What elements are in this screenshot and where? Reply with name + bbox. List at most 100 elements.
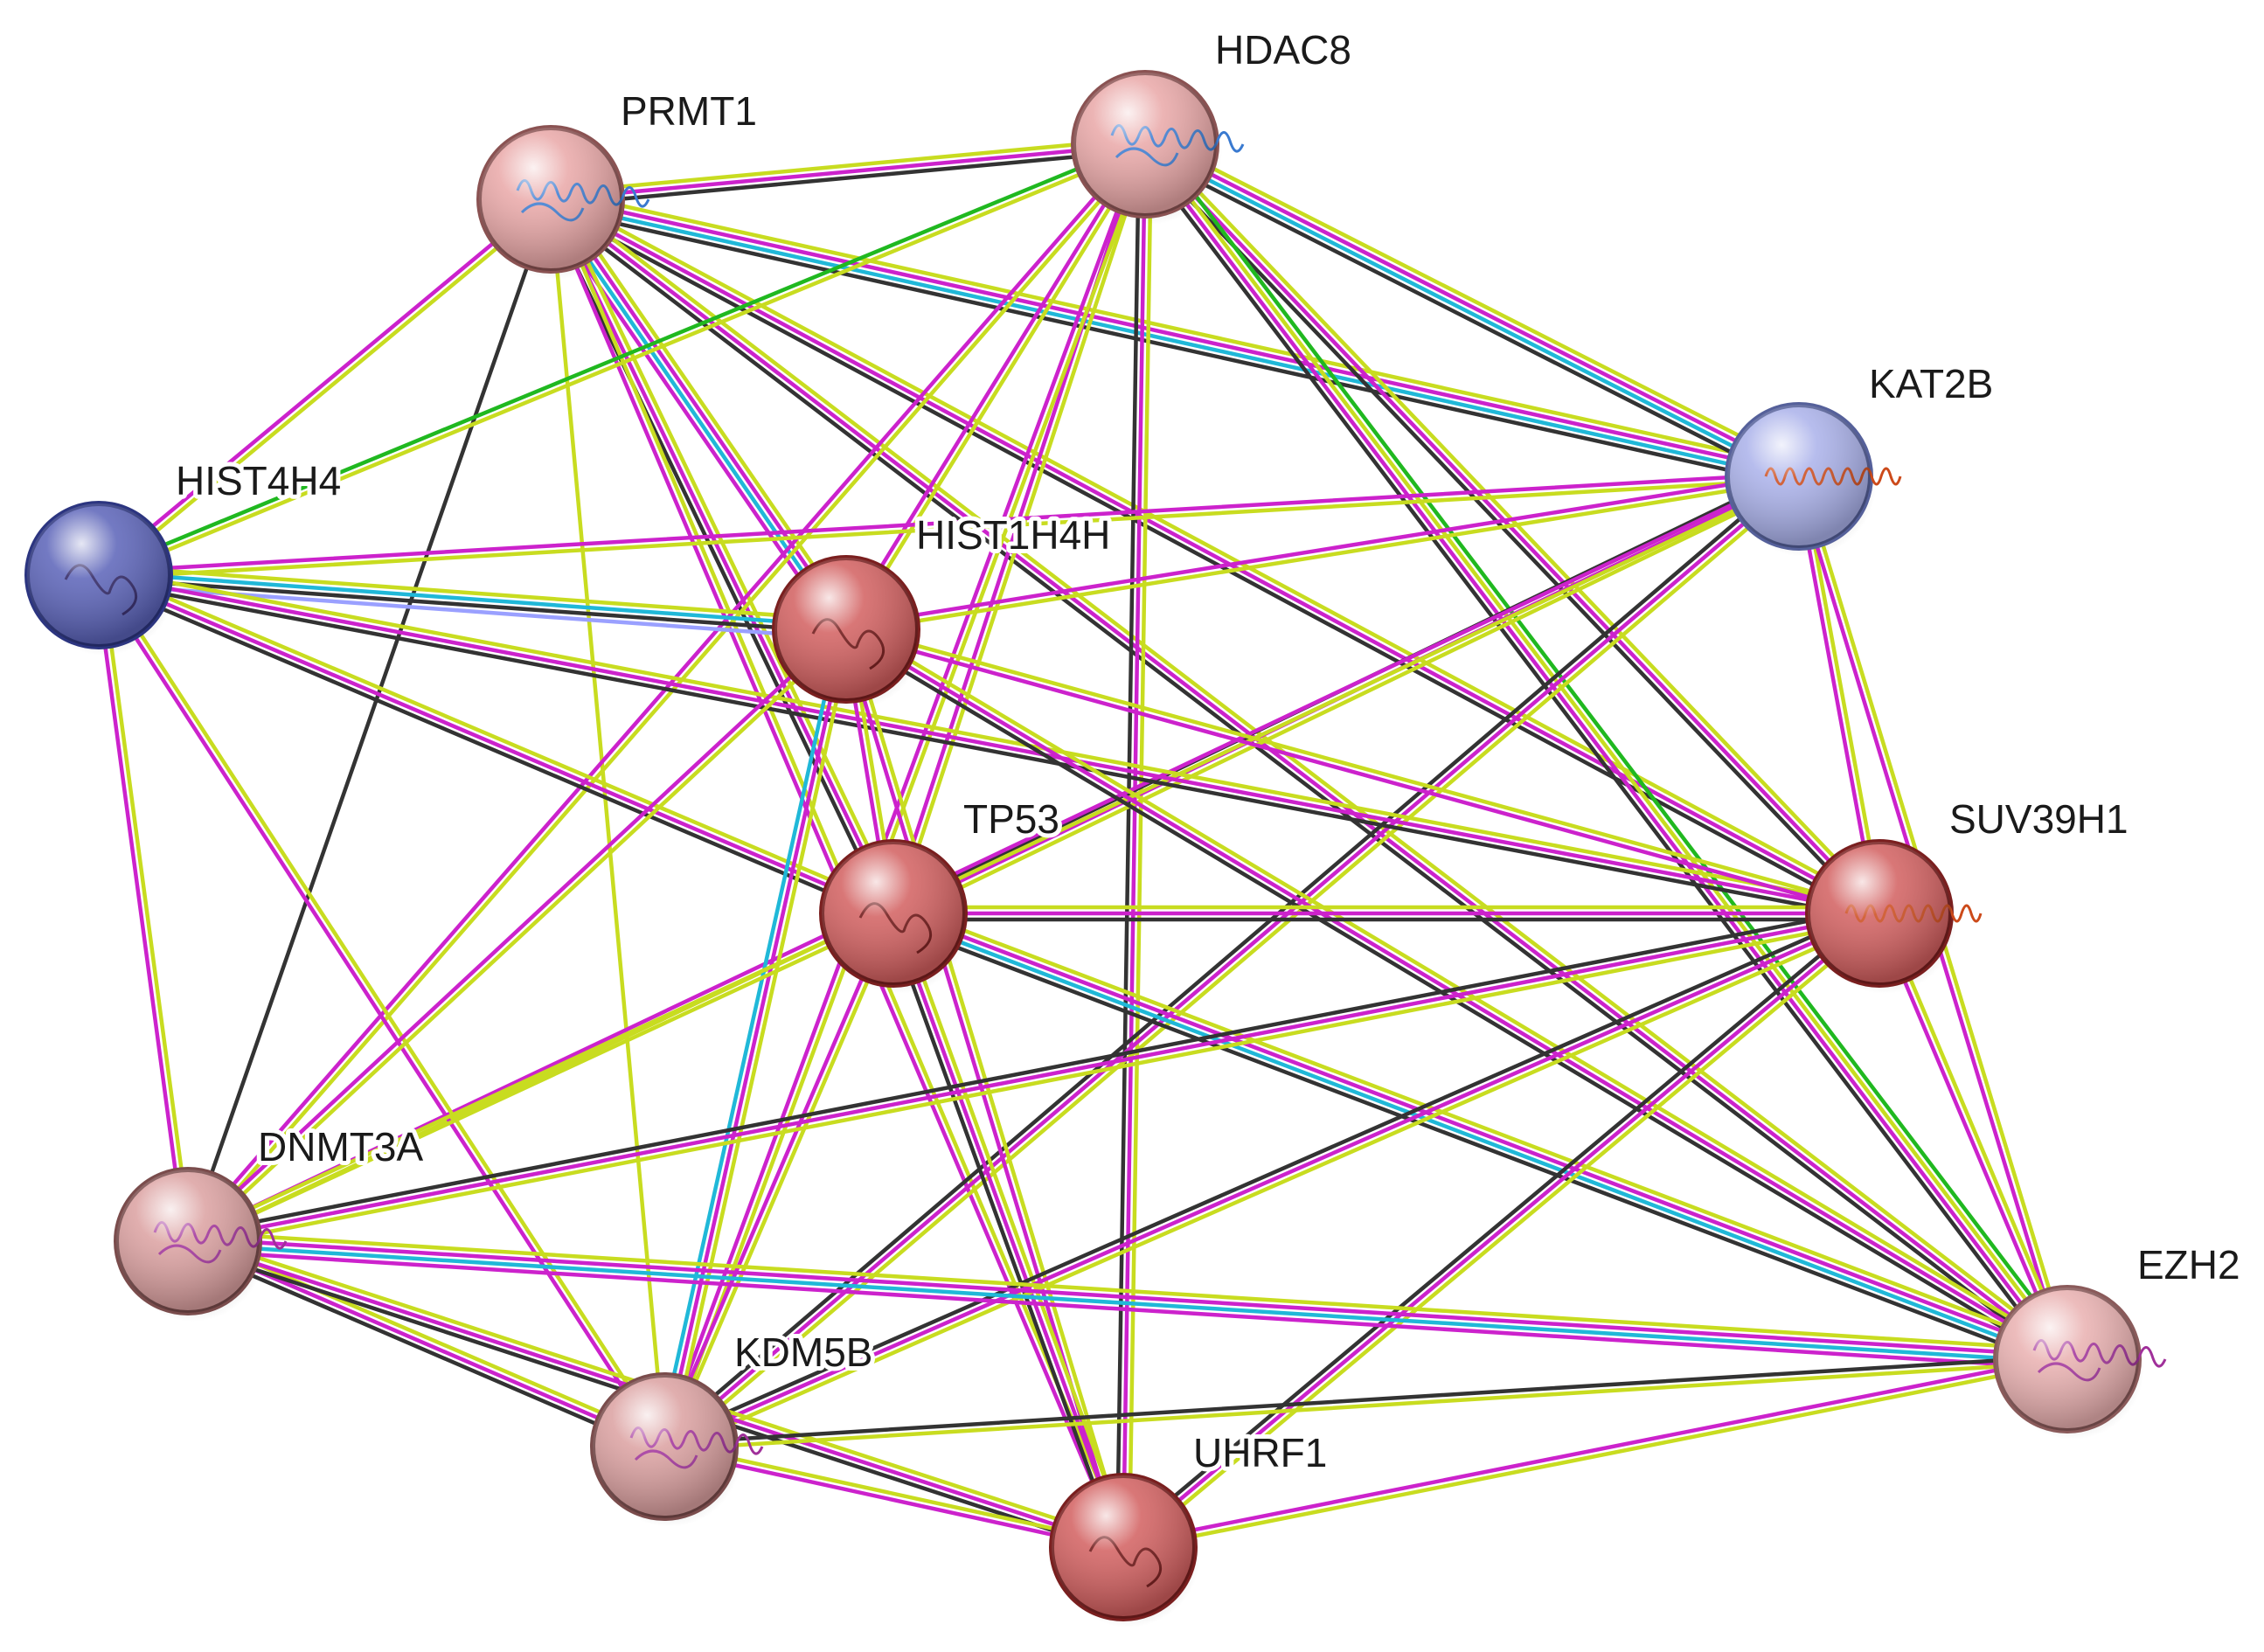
- node-highlight: [1808, 842, 1951, 985]
- edge-line-coexpression: [94, 579, 893, 921]
- edge-line-databases: [547, 200, 1801, 482]
- edge-line-coexpression: [1115, 142, 1142, 1550]
- edge-line-coexpression: [96, 576, 848, 635]
- edge-line-textmining: [548, 197, 667, 1449]
- node-SUV39H1[interactable]: SUV39H1: [1805, 792, 2133, 994]
- edge-SUV39H1-KDM5B: [659, 906, 1885, 1454]
- edge-line-neighborhood: [1150, 136, 2077, 1356]
- edge-EZH2-UHRF1: [1121, 1354, 2070, 1552]
- edge-line-coexpression: [888, 920, 2066, 1371]
- edge-line-experiments: [548, 142, 1148, 202]
- edge-line-textmining: [184, 908, 894, 1241]
- edge-line-experiments: [94, 195, 552, 575]
- node-label: HIST4H4: [176, 458, 341, 503]
- edge-line-textmining: [99, 571, 670, 1447]
- node-KDM5B[interactable]: KDM5B: [590, 1325, 877, 1527]
- node-UHRF1[interactable]: UHRF1: [1049, 1426, 1331, 1628]
- edge-line-coexpression: [183, 1245, 664, 1454]
- edge-line-databases: [890, 914, 2069, 1364]
- edge-line-textmining: [551, 188, 1803, 469]
- node-highlight: [1727, 405, 1871, 548]
- edge-line-textmining: [96, 477, 1802, 580]
- edge-line-textmining: [844, 624, 1883, 913]
- edge-line-textmining: [844, 477, 1802, 635]
- edge-line-textmining: [668, 628, 855, 1450]
- edge-line-textmining: [552, 191, 1885, 911]
- node-label: HDAC8: [1215, 27, 1351, 73]
- edge-line-textmining: [187, 917, 1883, 1250]
- edge-line-textmining: [1127, 142, 1154, 1550]
- edge-line-textmining: [97, 564, 850, 622]
- edge-line-experiments: [94, 574, 664, 1451]
- node-label: SUV39H1: [1949, 796, 2129, 842]
- edge-HDAC8-KDM5B: [659, 141, 1150, 1450]
- edge-PRMT1-TP53: [543, 194, 901, 919]
- edge-line-experiments: [185, 1248, 2069, 1371]
- edge-line-coexpression: [662, 1354, 2070, 1446]
- edge-line-textmining: [846, 143, 1150, 634]
- edge-line-experiments: [1144, 139, 1802, 476]
- edge-line-textmining: [897, 909, 1131, 1547]
- edge-HDAC8-HIST1H4H: [841, 140, 1150, 634]
- edge-KAT2B-HIST1H4H: [844, 471, 1802, 635]
- edge-PRMT1-EZH2: [545, 192, 2073, 1366]
- edge-line-coexpression: [841, 632, 2066, 1367]
- node-highlight: [27, 503, 170, 647]
- edge-line-coexpression: [1135, 148, 2062, 1367]
- edge-line-textmining: [186, 1230, 2070, 1352]
- edge-line-coexpression: [885, 913, 1120, 1551]
- edge-line-experiments: [662, 911, 1882, 1449]
- edge-line-experiments: [1121, 911, 1882, 1550]
- edge-KAT2B-DNMT3A: [184, 471, 1802, 1246]
- edge-TP53-EZH2: [888, 902, 2073, 1371]
- edge-line-textmining: [1147, 134, 1806, 470]
- node-highlight: [1073, 73, 1217, 216]
- node-HIST1H4H[interactable]: HIST1H4H: [772, 508, 1115, 710]
- node-highlight: [822, 842, 965, 985]
- node-EZH2[interactable]: EZH2: [1993, 1238, 2245, 1440]
- node-highlight: [116, 1170, 260, 1313]
- edge-PRMT1-HIST1H4H: [541, 191, 856, 637]
- edge-line-experiments: [659, 141, 1144, 1448]
- edge-line-textmining: [1122, 1360, 2070, 1552]
- node-label: HIST1H4H: [916, 512, 1110, 558]
- node-DNMT3A[interactable]: DNMT3A: [114, 1120, 427, 1322]
- edge-line-textmining: [894, 142, 1150, 917]
- edge-line-textmining: [666, 479, 1805, 1454]
- edge-line-experiments: [843, 630, 1881, 919]
- edge-line-textmining: [556, 191, 856, 627]
- node-HIST4H4[interactable]: HIST4H4: [24, 454, 345, 656]
- edge-PRMT1-HIST4H4: [94, 195, 555, 580]
- edge-SUV39H1-DNMT3A: [184, 905, 1883, 1250]
- edge-EZH2-KDM5B: [662, 1354, 2070, 1452]
- edge-line-experiments: [841, 140, 1145, 630]
- node-highlight: [1052, 1475, 1195, 1619]
- node-highlight: [479, 128, 622, 271]
- edge-line-textmining: [554, 194, 901, 913]
- edge-line-coexpression: [546, 206, 1799, 488]
- edge-line-textmining: [664, 917, 1885, 1454]
- edge-line-textmining: [98, 566, 1883, 910]
- edge-PRMT1-KDM5B: [548, 197, 667, 1449]
- edge-line-coexpression: [184, 905, 1880, 1238]
- edge-line-databases: [185, 1242, 2070, 1364]
- edge-line-textmining: [98, 144, 1149, 580]
- edge-HIST1H4H-DNMT3A: [184, 625, 851, 1246]
- node-TP53[interactable]: TP53: [819, 792, 1064, 994]
- edge-line-coexpression: [545, 202, 2066, 1366]
- node-HDAC8[interactable]: HDAC8: [1071, 23, 1356, 225]
- node-label: PRMT1: [621, 88, 757, 134]
- edge-line-experiments: [185, 911, 1882, 1244]
- node-PRMT1[interactable]: PRMT1: [476, 84, 761, 280]
- edge-line-textmining: [548, 135, 1147, 196]
- node-KAT2B[interactable]: KAT2B: [1725, 357, 1997, 557]
- edge-line-textmining: [1145, 140, 2073, 1360]
- edge-line-experiments: [551, 195, 851, 630]
- edge-TP53-DNMT3A: [184, 908, 897, 1246]
- node-highlight: [774, 558, 918, 701]
- edge-line-textmining: [98, 199, 555, 580]
- edge-line-textmining: [664, 913, 899, 1450]
- edge-line-experiments: [892, 908, 2071, 1358]
